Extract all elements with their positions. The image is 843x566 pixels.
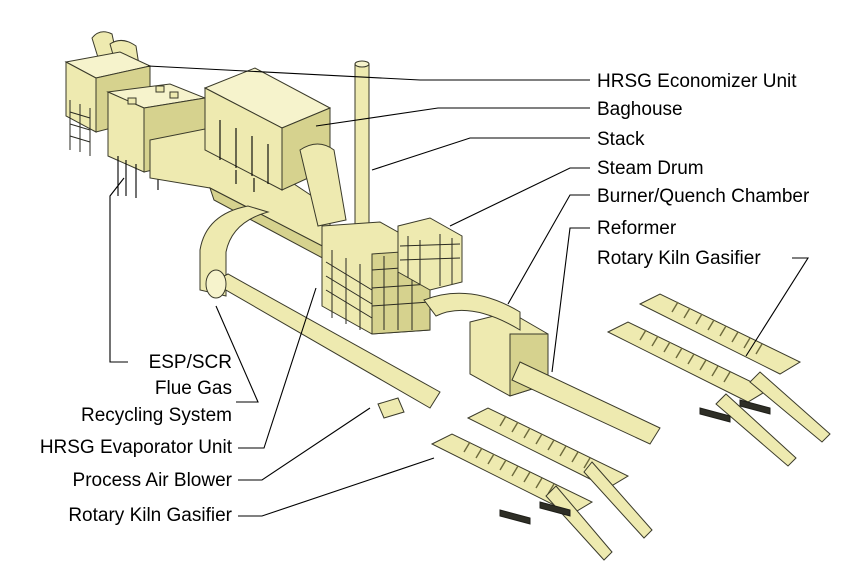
leader-steam-drum <box>449 167 590 227</box>
label-flue-gas: Flue Gas <box>155 378 232 399</box>
leader-esp-scr <box>109 177 128 363</box>
label-hrsg-evaporator: HRSG Evaporator Unit <box>40 437 233 458</box>
leader-lines <box>109 65 809 517</box>
label-hrsg-economizer: HRSG Economizer Unit <box>597 71 797 92</box>
quench-pipe <box>205 269 441 409</box>
leader-recycle <box>215 305 259 403</box>
steam-drum <box>397 217 463 291</box>
label-burner-quench: Burner/Quench Chamber <box>597 186 810 207</box>
label-esp-scr: ESP/SCR <box>149 352 232 373</box>
process-air-blower <box>377 397 405 419</box>
leader-economizer <box>147 65 590 81</box>
leader-kiln-right <box>745 257 809 357</box>
leader-stack <box>371 137 590 171</box>
label-reformer: Reformer <box>597 218 677 239</box>
label-rotary-kiln-left: Rotary Kiln Gasifier <box>68 505 232 526</box>
leader-kiln-left <box>238 457 435 517</box>
label-process-air-blower: Process Air Blower <box>73 470 233 491</box>
leader-reformer <box>551 227 590 373</box>
labels: HRSG Economizer Unit Baghouse Stack Stea… <box>40 71 810 526</box>
label-steam-drum: Steam Drum <box>597 158 704 179</box>
label-rotary-kiln-right: Rotary Kiln Gasifier <box>597 248 761 269</box>
rotary-kilns-left <box>430 407 653 561</box>
rotary-kilns-right <box>606 293 831 467</box>
label-stack: Stack <box>597 129 645 150</box>
stack <box>354 60 370 233</box>
leader-baghouse <box>315 107 590 127</box>
hrsg-economizer <box>299 143 347 227</box>
label-baghouse: Baghouse <box>597 99 683 120</box>
leader-blower <box>238 407 371 481</box>
reformer <box>423 292 661 445</box>
label-recycling-system: Recycling System <box>81 405 232 426</box>
leader-burner <box>507 194 590 305</box>
leader-evaporator <box>238 287 317 449</box>
